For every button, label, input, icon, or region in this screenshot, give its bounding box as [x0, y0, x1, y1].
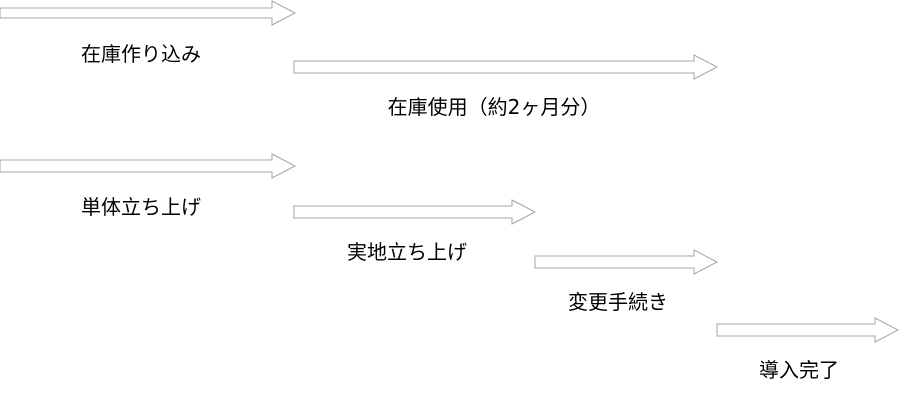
- step-label-site-startup: 実地立ち上げ: [347, 240, 467, 264]
- step-arrow-stock-use: [293, 54, 719, 80]
- step-arrow-completion: [716, 317, 899, 343]
- step-label-unit-startup: 単体立ち上げ: [81, 195, 201, 219]
- step-arrow-change-procedure: [534, 249, 719, 275]
- step-label-stock-build: 在庫作り込み: [81, 42, 201, 66]
- step-arrow-site-startup: [293, 199, 537, 225]
- step-label-change-procedure: 変更手続き: [568, 290, 668, 314]
- step-label-completion: 導入完了: [759, 358, 839, 382]
- step-arrow-unit-startup: [0, 153, 297, 179]
- step-arrow-stock-build: [0, 0, 297, 26]
- step-label-stock-use: 在庫使用（約2ヶ月分）: [387, 95, 601, 119]
